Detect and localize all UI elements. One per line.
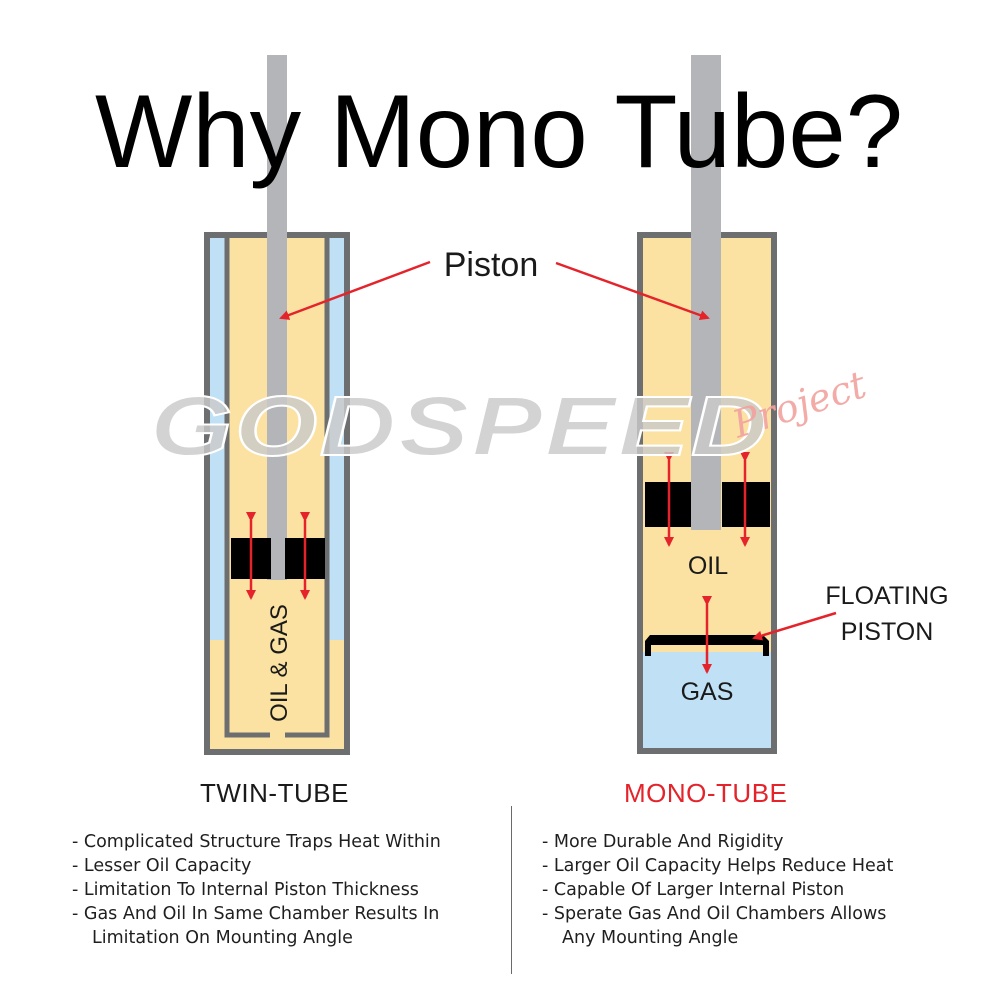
piston-callout: Piston (279, 246, 710, 320)
twin-tube-diagram: OIL & GAS (204, 55, 350, 755)
page-title: Why Mono Tube? (95, 74, 903, 190)
twin-tube-inner-wall (224, 238, 330, 738)
list-item: - Gas And Oil In Same Chamber Results In (72, 904, 440, 924)
list-item: - Capable Of Larger Internal Piston (542, 880, 845, 900)
mono-tube-piston-rod (691, 55, 721, 530)
floating-piston-callout: FLOATING PISTON (752, 582, 949, 646)
mono-tube-diagram: OIL GAS (637, 55, 777, 754)
watermark-text: GODSPEED (150, 379, 770, 473)
list-item: - Sperate Gas And Oil Chambers Allows (542, 904, 887, 924)
list-item-continuation: Limitation On Mounting Angle (92, 928, 353, 948)
list-item: - Lesser Oil Capacity (72, 856, 252, 876)
floating-piston-label-line2: PISTON (841, 618, 934, 646)
list-item: - More Durable And Rigidity (542, 832, 784, 852)
twin-tube-heading: TWIN-TUBE (200, 778, 349, 808)
twin-tube-points: - Complicated Structure Traps Heat Withi… (72, 830, 441, 950)
list-item: - Complicated Structure Traps Heat Withi… (72, 832, 441, 852)
piston-label: Piston (444, 246, 539, 284)
twin-tube-piston-rod (267, 55, 287, 580)
godspeed-watermark: GODSPEED Project (149, 362, 872, 474)
floating-piston-label-line1: FLOATING (825, 582, 948, 610)
oil-label: OIL (688, 552, 728, 580)
mono-tube-heading: MONO-TUBE (624, 778, 788, 808)
piston-pointer-twin (279, 260, 431, 320)
floating-piston-pointer (752, 611, 837, 641)
piston-pointer-mono (555, 261, 710, 320)
column-divider (511, 806, 512, 974)
list-item-continuation: Any Mounting Angle (562, 928, 739, 948)
list-item: - Larger Oil Capacity Helps Reduce Heat (542, 856, 894, 876)
list-item: - Limitation To Internal Piston Thicknes… (72, 880, 419, 900)
mono-tube-points: - More Durable And Rigidity - Larger Oil… (542, 830, 893, 950)
gas-label: GAS (681, 678, 734, 706)
floating-piston (645, 635, 769, 656)
oil-and-gas-label: OIL & GAS (266, 604, 293, 722)
